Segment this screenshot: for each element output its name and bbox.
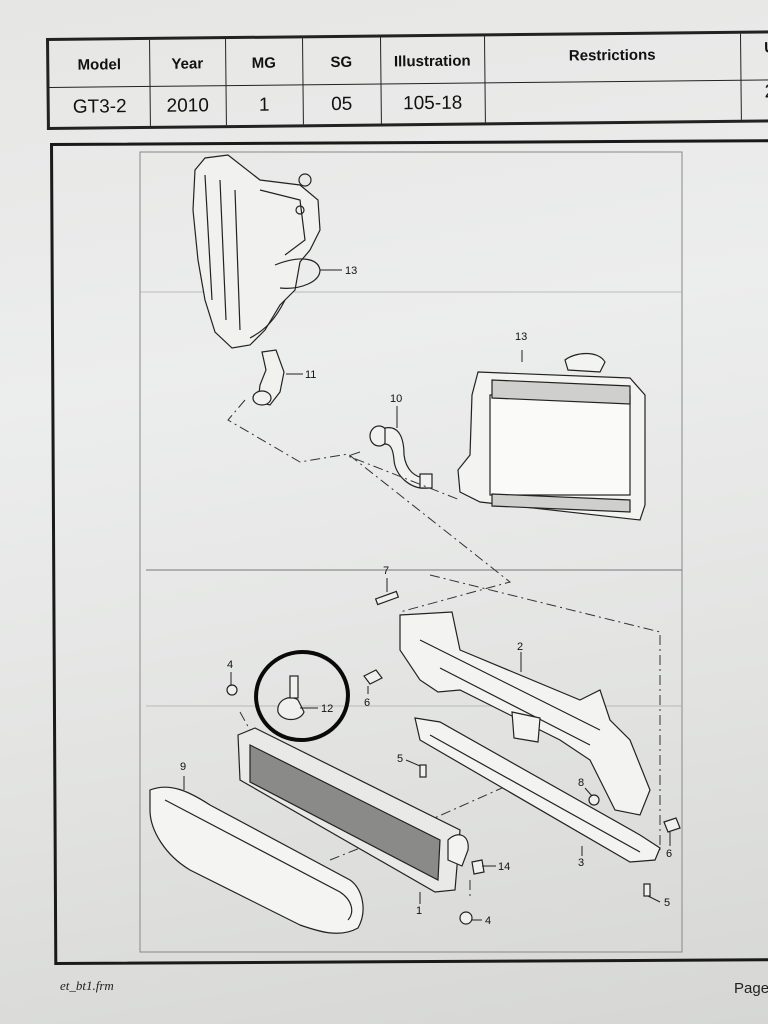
- callout-4-left: 4: [227, 659, 233, 671]
- strip-3-drawing: [414, 717, 661, 863]
- callout-1: 1: [416, 905, 422, 917]
- callout-14: 14: [498, 861, 510, 873]
- radiator-housing-drawing: [192, 154, 321, 349]
- hose-10-drawing: [369, 425, 433, 489]
- callout-11: 11: [305, 369, 316, 381]
- callout-5-left: 5: [397, 753, 403, 765]
- callout-13-top: 13: [345, 265, 357, 277]
- hardware-drawings: [226, 590, 681, 925]
- carrier-2-drawing: [399, 611, 651, 816]
- highlight-circle: [254, 649, 350, 743]
- footer-filename: et_bt1.frm: [60, 978, 114, 993]
- callout-8: 8: [578, 777, 584, 789]
- callout-10: 10: [390, 393, 402, 405]
- callout-7: 7: [383, 565, 389, 577]
- callout-6-right: 6: [666, 848, 672, 860]
- callout-9: 9: [180, 761, 186, 773]
- callout-12: 12: [321, 703, 333, 715]
- callout-3: 3: [578, 857, 584, 869]
- footer-page-label: Page: [734, 980, 768, 997]
- callout-2: 2: [517, 641, 523, 653]
- leader-lines: [183, 269, 671, 921]
- callout-labels: 13 11 13 10 7 2 4 12 6 5 9 8 6 3 14 1 4 …: [180, 265, 672, 927]
- intercooler-1-drawing: [237, 727, 469, 893]
- callout-13: 13: [515, 331, 527, 343]
- hose-11-drawing: [252, 349, 285, 406]
- callout-6-left: 6: [364, 697, 370, 709]
- callout-5-right: 5: [664, 897, 670, 909]
- cover-9-drawing: [149, 786, 364, 934]
- radiator-13-drawing: [457, 352, 646, 521]
- callout-4-bottom: 4: [485, 915, 491, 927]
